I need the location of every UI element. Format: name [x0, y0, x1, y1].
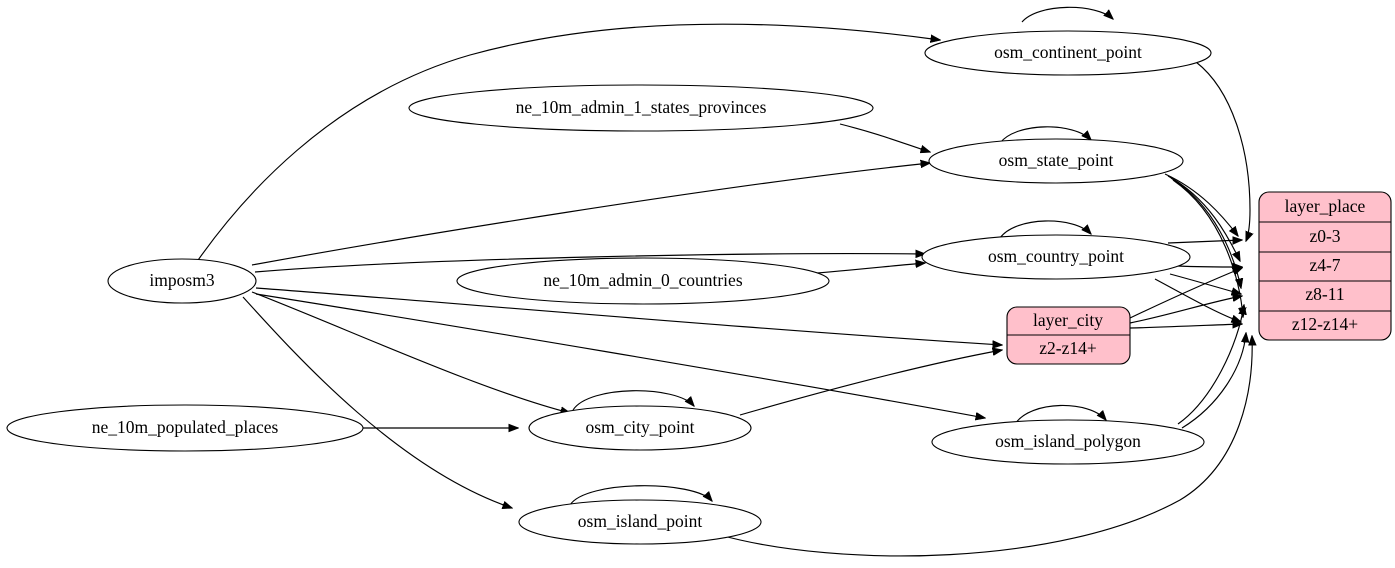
edge-layer-city-to-layer-place-z12-z14: [1129, 324, 1242, 328]
node-osm-island-polygon[interactable]: osm_island_polygon: [931, 419, 1205, 465]
node-ne-countries-label: ne_10m_admin_0_countries: [543, 270, 742, 290]
node-osm-city-point-shape[interactable]: [528, 405, 752, 451]
edge-osm-city-point-self-loop: [572, 390, 694, 411]
edge-imposm3-to-osm-continent-point: [195, 23, 940, 264]
edge-osm-state-point-self-loop: [999, 126, 1091, 144]
node-osm-island-point-shape[interactable]: [518, 499, 762, 545]
node-osm-country-point-shape[interactable]: [921, 234, 1191, 280]
node-osm-country-point[interactable]: osm_country_point: [921, 234, 1191, 280]
node-osm-country-point-label: osm_country_point: [988, 246, 1124, 266]
node-layer-place-row-z8-11[interactable]: z8-11: [1305, 284, 1344, 304]
node-imposm3-shape[interactable]: [107, 258, 257, 304]
edge-osm-state-point-to-layer-place-z0-3: [1164, 173, 1238, 236]
node-osm-continent-point-shape[interactable]: [924, 30, 1212, 76]
edge-ne-states-to-osm-state-point: [839, 123, 930, 152]
node-layer-place-header: layer_place: [1285, 196, 1366, 216]
node-layer-city-row-z2-z14[interactable]: z2-z14+: [1039, 338, 1097, 358]
node-osm-state-point-shape[interactable]: [928, 138, 1184, 184]
edge-imposm3-to-layer-city: [255, 287, 1002, 345]
edge-osm-country-point-to-layer-place-z0-3: [1167, 240, 1242, 243]
node-layer-city-header: layer_city: [1033, 310, 1103, 330]
edge-osm-country-point-to-layer-place-z8-11: [1169, 273, 1241, 294]
edge-layer-city-to-layer-place-z8-11: [1129, 296, 1242, 324]
edge-osm-continent-point-to-layer-place-z0-3: [1195, 61, 1250, 241]
node-ne-countries-shape[interactable]: [456, 257, 830, 305]
node-ne-states-label: ne_10m_admin_1_states_provinces: [516, 97, 767, 117]
node-layer-place-row-z0-3[interactable]: z0-3: [1309, 226, 1340, 246]
node-ne-10m-admin-0-countries[interactable]: ne_10m_admin_0_countries: [456, 257, 830, 305]
node-osm-state-point-label: osm_state_point: [999, 150, 1114, 170]
edge-osm-island-point-to-layer-place-z12-z14: [719, 336, 1252, 557]
node-osm-island-polygon-label: osm_island_polygon: [995, 431, 1141, 451]
edge-osm-island-point-self-loop: [569, 485, 712, 506]
node-ne-10m-populated-places[interactable]: ne_10m_populated_places: [6, 404, 364, 452]
edge-osm-island-polygon-to-layer-place-z8-11: [1177, 305, 1244, 425]
node-ne-10m-admin-1-states-provinces[interactable]: ne_10m_admin_1_states_provinces: [408, 84, 874, 132]
node-osm-continent-point[interactable]: osm_continent_point: [924, 30, 1212, 76]
node-layer-place-box[interactable]: [1258, 191, 1392, 341]
node-osm-island-polygon-shape[interactable]: [931, 419, 1205, 465]
node-imposm3-label: imposm3: [149, 270, 214, 290]
node-osm-city-point[interactable]: osm_city_point: [528, 405, 752, 451]
edge-layer: [195, 6, 1252, 557]
node-osm-state-point[interactable]: osm_state_point: [928, 138, 1184, 184]
node-ne-populated-shape[interactable]: [6, 404, 364, 452]
edge-imposm3-to-osm-island-point: [242, 296, 512, 508]
edge-osm-country-point-to-layer-place-z4-7: [1177, 266, 1242, 267]
node-osm-continent-point-label: osm_continent_point: [994, 42, 1142, 62]
node-ne-states-shape[interactable]: [408, 84, 874, 132]
edge-osm-continent-point-self-loop: [1021, 6, 1113, 23]
edge-osm-country-point-self-loop: [999, 220, 1091, 239]
edge-osm-city-point-to-layer-city: [739, 350, 1002, 416]
node-osm-city-point-label: osm_city_point: [586, 417, 695, 437]
node-osm-island-point-label: osm_island_point: [578, 511, 703, 531]
node-osm-island-point[interactable]: osm_island_point: [518, 499, 762, 545]
edge-layer-city-to-layer-place-z4-7: [1129, 268, 1242, 319]
edge-osm-state-point-to-layer-place-z12-z14: [1172, 179, 1243, 317]
edge-osm-island-polygon-self-loop: [1014, 404, 1106, 425]
edge-imposm3-to-osm-state-point: [251, 163, 930, 266]
node-layer-place-row-z12-z14[interactable]: z12-z14+: [1292, 314, 1358, 334]
edge-imposm3-to-osm-city-point: [251, 291, 570, 413]
node-layer-place[interactable]: layer_place z0-3 z4-7 z8-11 z12-z14+: [1258, 191, 1392, 341]
node-ne-populated-label: ne_10m_populated_places: [92, 417, 279, 437]
edge-imposm3-to-osm-island-polygon: [255, 293, 985, 418]
node-layer-city[interactable]: layer_city z2-z14+: [1006, 306, 1131, 365]
edge-osm-country-point-to-layer-place-z12-z14: [1154, 278, 1241, 322]
edge-osm-island-polygon-to-layer-place-z12-z14: [1181, 333, 1246, 429]
edge-imposm3-to-osm-country-point: [254, 254, 925, 273]
node-layer: imposm3 ne_10m_admin_1_states_provinces …: [6, 30, 1392, 545]
node-layer-place-row-z4-7[interactable]: z4-7: [1309, 255, 1340, 275]
node-imposm3[interactable]: imposm3: [107, 258, 257, 304]
edge-ne-countries-to-osm-country-point: [804, 263, 925, 275]
edge-osm-state-point-to-layer-place-z8-11: [1170, 177, 1241, 288]
